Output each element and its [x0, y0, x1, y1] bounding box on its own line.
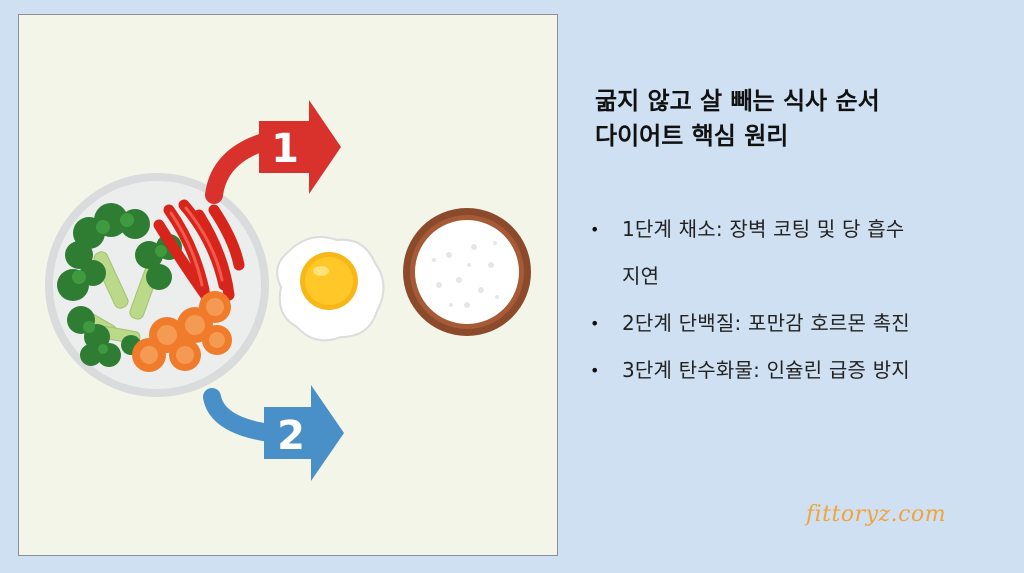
bullet-icon: •	[590, 361, 600, 380]
arrow-2-number: 2	[277, 413, 305, 459]
arrow-1-number: 1	[271, 126, 299, 172]
step-2-text: 2단계 단백질: 포만감 호르몬 촉진	[622, 311, 910, 335]
vegetable-plate	[45, 173, 269, 397]
step-item-3: • 3단계 탄수화물: 인슐린 급증 방지	[584, 347, 984, 394]
brand-watermark: fittoryz.com	[806, 502, 947, 527]
fried-egg	[276, 236, 385, 342]
arrow-step-1: 1	[205, 100, 341, 204]
title-line-1: 굶지 않고 살 빼는 식사 순서	[595, 87, 880, 115]
bullet-icon: •	[590, 220, 600, 239]
step-3-text: 3단계 탄수화물: 인슐린 급증 방지	[622, 358, 910, 382]
meal-order-illustration: 1 2	[45, 100, 531, 481]
step-1-text: 1단계 채소: 장벽 코팅 및 당 흡수	[622, 217, 905, 241]
step-item-2: • 2단계 단백질: 포만감 호르몬 촉진	[584, 300, 984, 347]
page-title: 굶지 않고 살 빼는 식사 순서 다이어트 핵심 원리	[595, 84, 995, 154]
step-1-text-cont: 지연	[622, 264, 660, 288]
step-list: • 1단계 채소: 장벽 코팅 및 당 흡수 지연 • 2단계 단백질: 포만감…	[584, 206, 984, 394]
illustration-panel: 1 2	[18, 14, 558, 556]
rice-bowl	[403, 208, 531, 336]
step-item-1: • 1단계 채소: 장벽 코팅 및 당 흡수 지연	[584, 206, 984, 300]
title-line-2: 다이어트 핵심 원리	[595, 121, 789, 150]
arrow-step-2: 2	[203, 385, 344, 481]
bullet-icon: •	[590, 314, 600, 333]
